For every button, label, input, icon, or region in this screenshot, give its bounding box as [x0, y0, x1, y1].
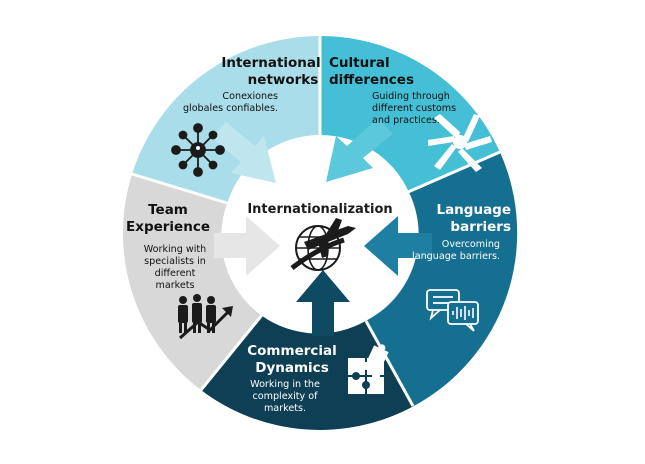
team-experience-title-line1: Team — [148, 202, 188, 218]
hands-together-icon — [428, 114, 492, 172]
commercial-dynamics-desc-line3: markets. — [264, 403, 306, 414]
segment-international-networks — [132, 35, 320, 204]
cultural-differences-title-line1: Cultural — [329, 55, 390, 71]
puzzle-icon — [348, 344, 389, 394]
international-networks-title-line1: International — [221, 55, 320, 71]
center-title: Internationalization — [247, 202, 392, 217]
segment-team-experience — [122, 173, 262, 391]
international-networks-text: International networks Conexiones global… — [183, 55, 321, 114]
segment-language-barriers — [366, 152, 518, 407]
segment-cultural-differences — [320, 35, 500, 192]
arrow-international-networks — [212, 122, 276, 183]
team-experience-text: Team Experience Working with specialists… — [126, 202, 210, 291]
cultural-differences-desc-line2: different customs — [372, 103, 456, 114]
language-barriers-text: Language barriers Overcoming language ba… — [412, 202, 511, 262]
international-networks-desc-line2: globales confiables. — [183, 103, 278, 114]
international-networks-desc-line1: Conexiones — [222, 91, 278, 102]
cultural-differences-desc-line3: and practices. — [372, 115, 440, 126]
arrow-language-barriers — [364, 216, 432, 276]
team-experience-desc-line2: specialists in — [144, 256, 206, 267]
team-experience-desc-line1: Working with — [144, 244, 207, 255]
team-experience-desc-line3: different — [155, 268, 196, 279]
language-barriers-desc-line2: language barriers. — [412, 251, 500, 262]
commercial-dynamics-title-line1: Commercial — [247, 343, 337, 359]
arrow-cultural-differences — [326, 118, 393, 182]
cultural-differences-text: Cultural differences Guiding through dif… — [329, 55, 456, 126]
team-experience-desc-line4: markets — [155, 280, 194, 291]
arrows — [212, 118, 432, 336]
language-barriers-title-line2: barriers — [450, 219, 511, 235]
arrow-commercial-dynamics — [296, 270, 350, 336]
network-icon — [171, 123, 225, 177]
segment-dividers — [131, 36, 501, 407]
ring — [122, 35, 518, 430]
cultural-differences-title-line2: differences — [329, 72, 414, 88]
commercial-dynamics-text: Commercial Dynamics Working in the compl… — [247, 343, 337, 414]
commercial-dynamics-title-line2: Dynamics — [255, 360, 328, 376]
language-barriers-desc-line1: Overcoming — [442, 239, 500, 250]
team-experience-title-line2: Experience — [126, 219, 210, 235]
segment-commercial-dynamics — [201, 315, 414, 430]
arrow-team-experience — [214, 216, 280, 276]
language-barriers-title-line1: Language — [436, 202, 511, 218]
globe-airplane-icon — [290, 218, 356, 271]
cultural-differences-desc-line1: Guiding through — [372, 91, 450, 102]
commercial-dynamics-desc-line1: Working in the — [250, 379, 320, 390]
commercial-dynamics-desc-line2: complexity of — [252, 391, 318, 402]
chat-bubbles-icon — [426, 289, 479, 332]
team-growth-icon — [178, 294, 233, 340]
international-networks-title-line2: networks — [248, 72, 319, 88]
